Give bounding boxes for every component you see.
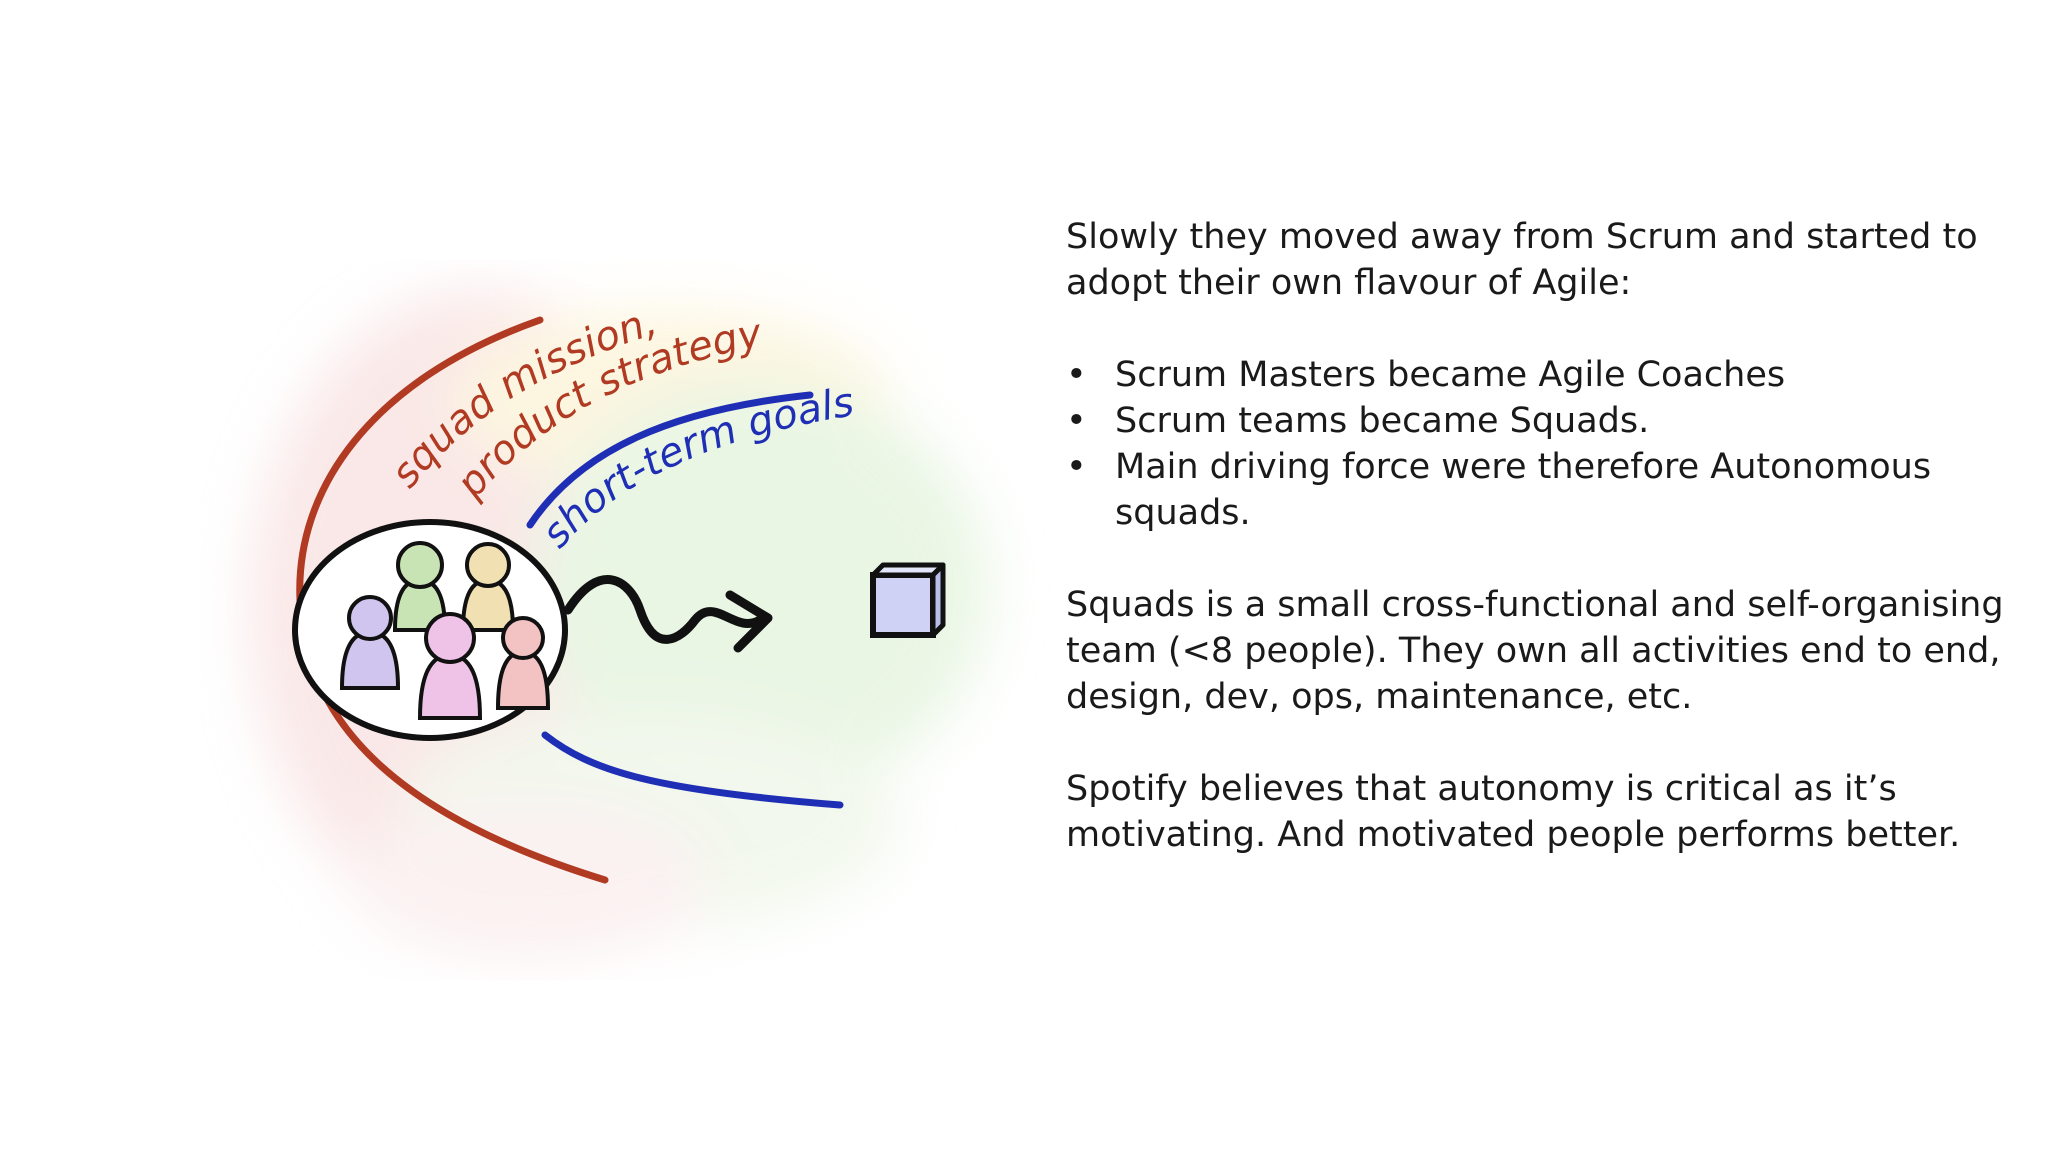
- spacer: [1066, 536, 2006, 582]
- inner-arc-bottom: [541, 731, 844, 809]
- arrow-head: [725, 590, 773, 653]
- bullet-text: Scrum Masters became Agile Coaches: [1115, 355, 1786, 395]
- list-item: • Main driving force were therefore Auto…: [1066, 444, 2006, 536]
- slide-text: Slowly they moved away from Scrum and st…: [1066, 214, 2006, 858]
- person-yellow: [460, 542, 516, 632]
- intro-paragraph: Slowly they moved away from Scrum and st…: [1066, 217, 1978, 303]
- person-purple: [339, 595, 401, 690]
- spacer: [1066, 720, 2006, 766]
- product-box: [870, 562, 946, 638]
- bullet-marker: •: [1066, 401, 1087, 441]
- squad-drawing: squad mission, product strategy short-te…: [250, 290, 990, 960]
- bullet-text: Scrum teams became Squads.: [1115, 401, 1650, 441]
- bullet-marker: •: [1066, 447, 1087, 487]
- bullet-list: • Scrum Masters became Agile Coaches • S…: [1066, 352, 2006, 536]
- watercolor-wash: [250, 290, 990, 960]
- squiggle-arrow: [563, 575, 765, 644]
- person-pink: [417, 612, 483, 720]
- spotify-paragraph: Spotify believes that autonomy is critic…: [1066, 769, 1961, 855]
- list-item: • Scrum Masters became Agile Coaches: [1066, 352, 2006, 398]
- inner-arc-top: [526, 391, 814, 529]
- squads-paragraph: Squads is a small cross-functional and s…: [1066, 585, 2004, 717]
- person-red: [495, 616, 551, 710]
- person-green: [392, 541, 448, 632]
- bullet-marker: •: [1066, 355, 1087, 395]
- squad-illustration: squad mission, product strategy short-te…: [200, 260, 1060, 980]
- bullet-text: Main driving force were therefore Autono…: [1115, 447, 1932, 533]
- list-item: • Scrum teams became Squads.: [1066, 398, 2006, 444]
- spacer: [1066, 306, 2006, 352]
